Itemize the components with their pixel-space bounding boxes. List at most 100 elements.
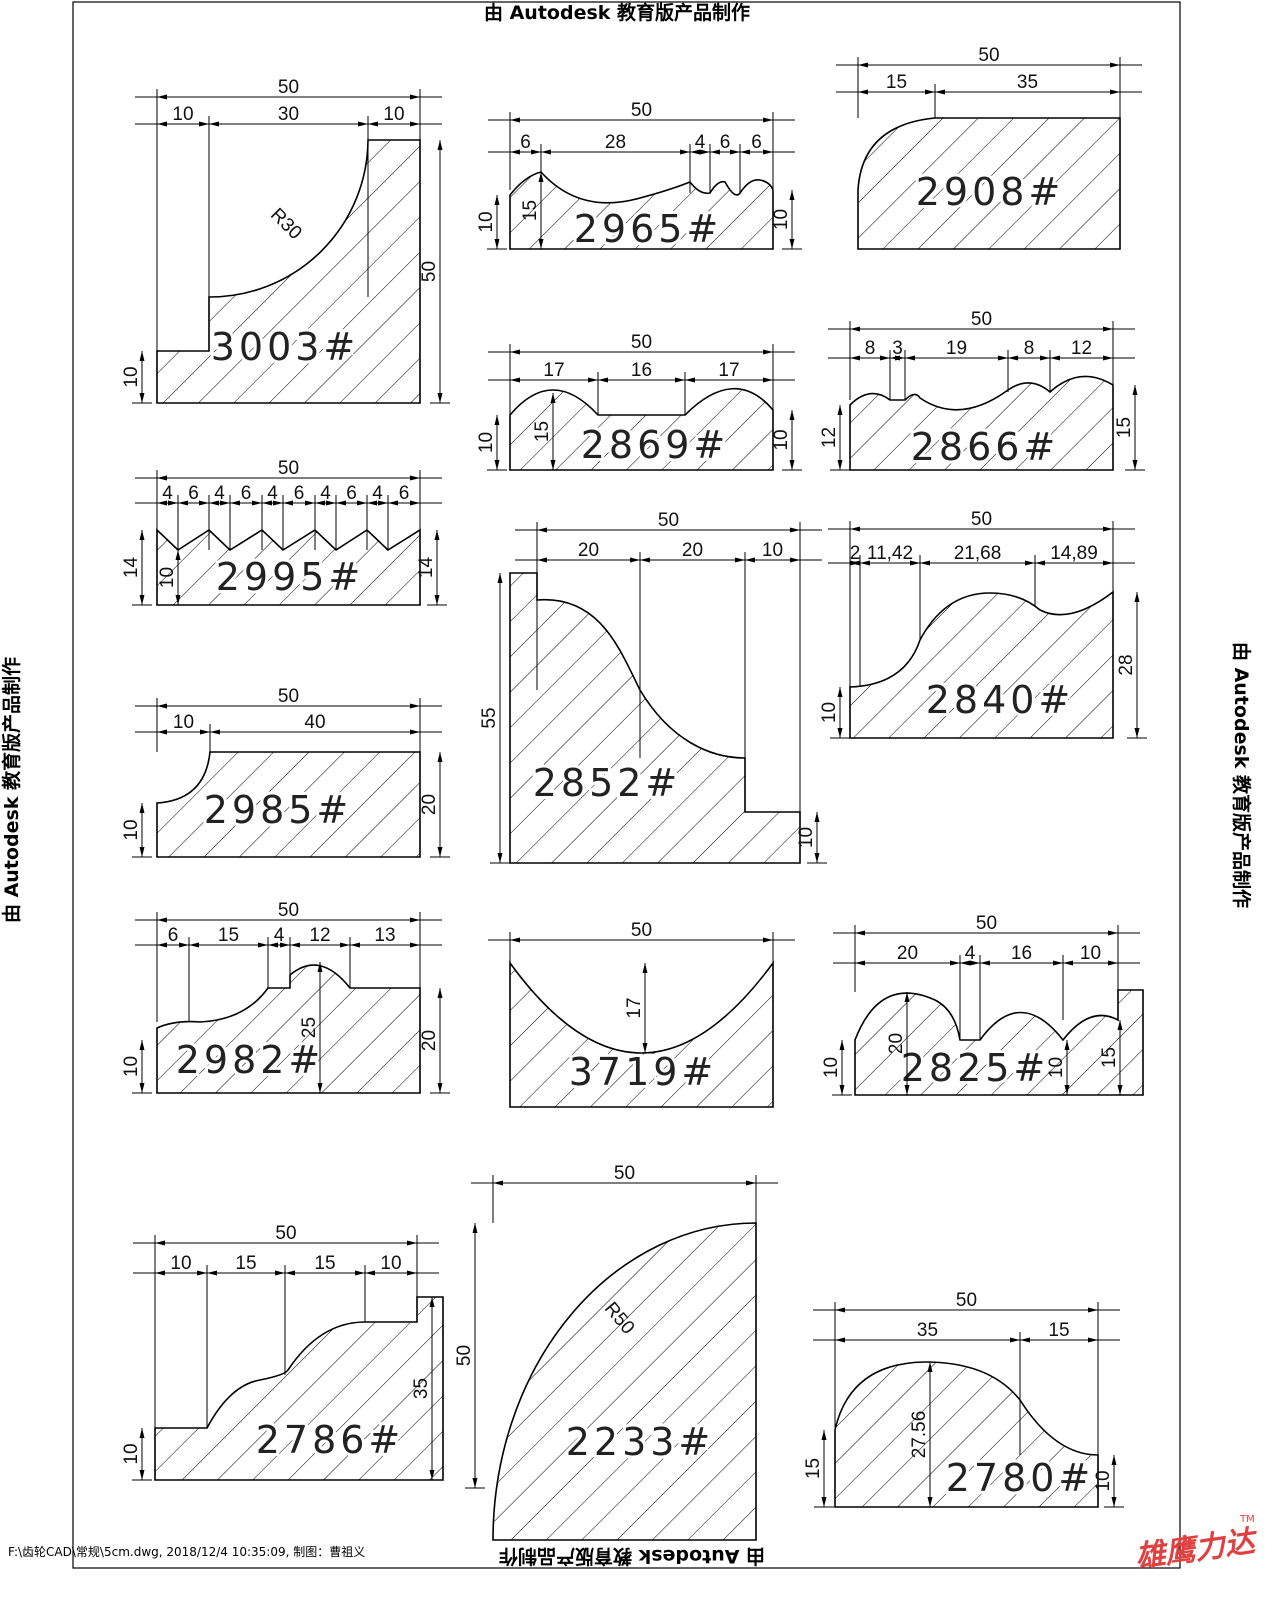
dimension-arrow	[157, 475, 167, 481]
dimension-arrow	[1132, 460, 1138, 470]
dimension-arrow	[839, 1085, 845, 1095]
dimension-value: 10	[172, 104, 193, 125]
profile-number-label: 2982#	[176, 1038, 325, 1082]
vertical-dimension: 12	[819, 405, 850, 471]
molding-profile-outline	[509, 572, 801, 864]
dimension-value: 50	[658, 510, 679, 531]
dimension-arrow	[410, 500, 420, 506]
horizontal-dimension: 40	[188, 712, 442, 752]
dimension-arrow	[157, 729, 167, 735]
dimension-arrow	[1132, 385, 1138, 395]
vertical-dimension: 55	[479, 573, 510, 864]
profile-number-label: 2233#	[566, 1420, 715, 1464]
dimension-value: 17	[624, 997, 645, 1018]
dimension-value: 50	[631, 920, 652, 941]
dimension-value: 6	[399, 483, 410, 504]
dimension-arrow	[541, 149, 551, 155]
vertical-dimension: 10	[1093, 1455, 1124, 1508]
dimension-arrow	[763, 377, 773, 383]
vertical-dimension: 15	[520, 172, 551, 250]
profile-number-label: 2869#	[581, 423, 730, 467]
vertical-dimension: 10	[157, 550, 188, 606]
dimension-arrow	[920, 560, 930, 566]
dimension-arrow	[336, 500, 346, 506]
dimension-value: 10	[121, 1056, 142, 1077]
dimension-arrow	[814, 812, 820, 822]
horizontal-dimension: 3	[868, 338, 927, 400]
dimension-arrow	[410, 729, 420, 735]
dimension-value: 10	[771, 209, 792, 230]
dimension-arrow	[410, 94, 420, 100]
vertical-dimension: 15	[803, 1430, 834, 1508]
dimension-arrow	[538, 172, 544, 182]
horizontal-dimension: 35	[913, 72, 1142, 118]
vertical-dimension: 17	[624, 963, 655, 1054]
horizontal-dimension: 15	[185, 1253, 307, 1375]
vertical-dimension: 20	[419, 988, 450, 1094]
dimension-arrow	[837, 728, 843, 738]
dimension-arrow	[139, 595, 145, 605]
dimension-arrow	[317, 1083, 323, 1093]
horizontal-dimension: 50	[488, 100, 795, 190]
dimension-value: 12	[819, 427, 840, 448]
dimension-arrow	[350, 942, 360, 948]
dimension-arrow	[860, 560, 870, 566]
dimension-arrow	[493, 1180, 503, 1186]
horizontal-dimension: 50	[828, 309, 1135, 390]
dimension-value: 25	[299, 1017, 320, 1038]
dimension-arrow	[1050, 355, 1060, 361]
dimension-value: 6	[751, 132, 762, 153]
dimension-arrow	[437, 847, 443, 857]
horizontal-dimension: 50	[471, 1163, 778, 1223]
dimension-arrow	[740, 149, 750, 155]
dimension-arrow	[1108, 930, 1118, 936]
dimension-value: 10	[121, 819, 142, 840]
vertical-dimension: 28	[1116, 592, 1147, 739]
dimension-arrow	[434, 530, 440, 540]
dimension-arrow	[365, 1270, 375, 1276]
dimension-arrow	[1088, 1307, 1098, 1313]
dimension-arrow	[434, 595, 440, 605]
dimension-value: 50	[419, 261, 440, 282]
dimension-arrow	[763, 149, 773, 155]
dimension-arrow	[821, 1497, 827, 1507]
dimension-arrow	[850, 526, 860, 532]
dimension-arrow	[1063, 960, 1073, 966]
dimension-arrow	[494, 195, 500, 205]
dimension-value: 10	[1093, 1470, 1114, 1491]
dimension-value: 15	[803, 1458, 824, 1479]
dimension-value: 10	[173, 712, 194, 733]
horizontal-dimension: 16	[576, 360, 707, 415]
dimension-arrow	[1134, 728, 1140, 738]
dimension-value: 15	[314, 1253, 335, 1274]
dimension-arrow	[157, 121, 167, 127]
dimension-arrow	[429, 1470, 435, 1480]
dimension-arrow	[472, 1223, 478, 1233]
dimension-arrow	[230, 500, 240, 506]
vertical-dimension: 50	[454, 1223, 485, 1489]
dimension-value: 20	[419, 794, 440, 815]
dimension-value: 15	[532, 421, 553, 442]
horizontal-dimension: 50	[488, 920, 795, 963]
dimension-value: 10	[1046, 1057, 1067, 1078]
dimension-value: 50	[971, 509, 992, 530]
dimension-arrow	[550, 393, 556, 403]
dimension-value: 11,42	[867, 543, 913, 564]
horizontal-dimension: 6	[366, 483, 442, 530]
dimension-value: 13	[374, 925, 395, 946]
dimension-value: 40	[304, 712, 325, 733]
vertical-dimension: 10	[771, 410, 802, 471]
dimension-arrow	[1103, 526, 1113, 532]
dimension-value: 3	[892, 338, 903, 359]
dimension-arrow	[494, 239, 500, 249]
watermark-left: 由 Autodesk 教育版产品制作	[0, 657, 23, 923]
profile-number-label: 2908#	[916, 170, 1065, 214]
dimension-value: 14,89	[1050, 543, 1098, 564]
dimension-arrow	[537, 527, 547, 533]
dimension-value: 4	[267, 483, 278, 504]
dimension-arrow	[904, 1085, 910, 1095]
dimension-arrow	[510, 149, 520, 155]
